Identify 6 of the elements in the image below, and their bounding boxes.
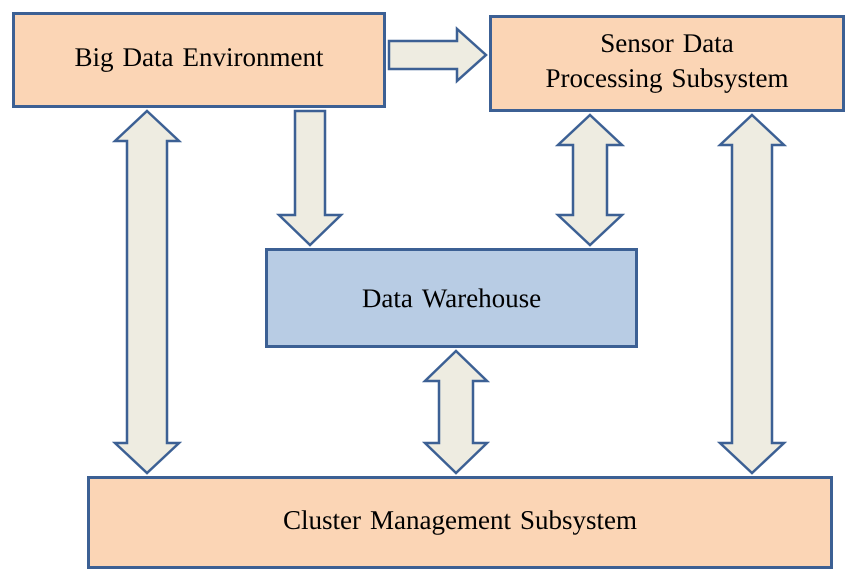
block-arrow (388, 26, 488, 84)
process-box: Sensor Data Processing Subsystem (489, 14, 845, 112)
storage-box: Data Warehouse (265, 248, 638, 348)
process-box: Cluster Management Subsystem (87, 476, 833, 569)
block-arrow (276, 110, 344, 247)
process-box: Big Data Environment (12, 12, 386, 108)
